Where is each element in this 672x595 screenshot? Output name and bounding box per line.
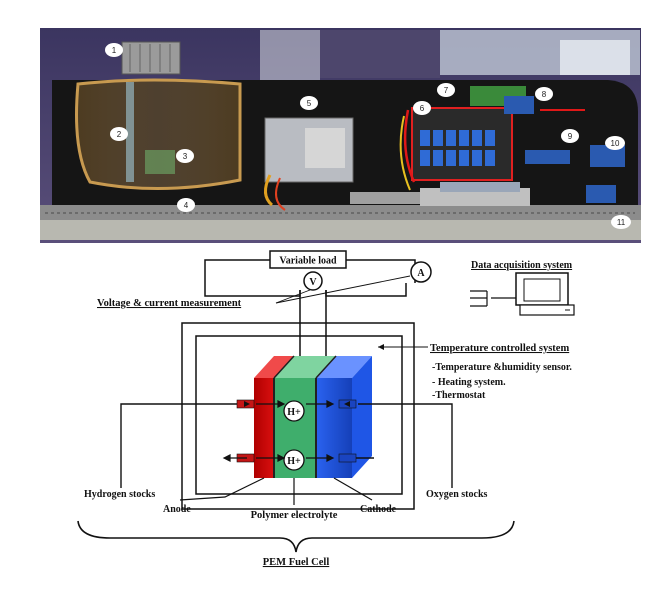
variable-load-box [269, 250, 347, 269]
hydrogen-inlet-arrow [244, 401, 250, 407]
callout-5: 5 [300, 96, 318, 110]
svg-text:7: 7 [444, 86, 449, 95]
callout-8: 8 [535, 87, 553, 101]
svg-text:6: 6 [420, 104, 425, 113]
cathode-label: Cathode [360, 504, 397, 515]
svg-text:8: 8 [542, 90, 547, 99]
temp-system-label: Temperature controlled system [430, 343, 569, 354]
temperature-enclosure-inner [195, 335, 403, 495]
cathode-port-bottom [338, 453, 357, 463]
temp-arrow-head [378, 344, 384, 350]
callout-11: 11 [611, 215, 631, 229]
callout-9: 9 [561, 129, 579, 143]
photo-callouts: 1 2 3 4 5 6 7 8 9 10 11 [105, 43, 631, 229]
voltmeter [303, 271, 323, 291]
proton-flow-arrows [222, 400, 335, 462]
variable-load-label: Variable load [279, 256, 337, 267]
callout-4: 4 [177, 198, 195, 212]
measurement-label: Voltage & current measurement [97, 298, 242, 309]
svg-text:4: 4 [184, 201, 189, 210]
measurement-pointers [275, 275, 411, 304]
callout-3: 3 [176, 149, 194, 163]
temperature-enclosure-outer [181, 322, 415, 510]
svg-text:11: 11 [617, 218, 626, 227]
temp-item-thermostat: -Thermostat [432, 390, 486, 401]
callout-6: 6 [413, 101, 431, 115]
callout-1: 1 [105, 43, 123, 57]
svg-text:9: 9 [568, 132, 573, 141]
svg-text:10: 10 [611, 139, 620, 148]
anode-label: Anode [163, 504, 191, 515]
proton-bottom: H+ [283, 449, 305, 471]
caption: PEM Fuel Cell [263, 557, 330, 568]
svg-text:H+: H+ [287, 456, 301, 467]
svg-text:2: 2 [117, 130, 122, 139]
oxygen-supply-line [356, 403, 453, 488]
cathode-plate-side [352, 356, 372, 478]
ammeter [410, 261, 432, 283]
oxygen-stocks-label: Oxygen stocks [426, 489, 488, 500]
oxygen-inlet-arrow [344, 401, 350, 407]
test-bench-photo [40, 28, 641, 243]
hydrogen-stocks-label: Hydrogen stocks [84, 489, 155, 500]
electrolyte-label: Polymer electrolyte [251, 510, 338, 521]
daq-label: Data acquisition system [471, 260, 573, 271]
hydrogen-supply-line [120, 403, 237, 488]
fuel-cell-brace [77, 520, 515, 553]
temp-item-heating: - Heating system. [432, 377, 506, 388]
component-pointers [179, 477, 373, 505]
electrolyte-front [274, 378, 316, 478]
cathode-plate-front [316, 378, 352, 478]
callout-10: 10 [605, 136, 625, 150]
svg-text:1: 1 [112, 46, 117, 55]
temp-item-sensor: -Temperature &humidity sensor. [432, 362, 572, 373]
svg-text:H+: H+ [287, 407, 301, 418]
proton-top: H+ [283, 400, 305, 422]
anode-plate-front [254, 378, 274, 478]
svg-text:3: 3 [183, 152, 188, 161]
ammeter-label: A [417, 268, 425, 279]
voltmeter-label: V [309, 277, 317, 288]
computer-icon [470, 272, 575, 316]
callout-7: 7 [437, 83, 455, 97]
callout-2: 2 [110, 127, 128, 141]
svg-text:5: 5 [307, 99, 312, 108]
cathode-plate-top [316, 356, 372, 378]
anode-plate-top [254, 356, 294, 378]
